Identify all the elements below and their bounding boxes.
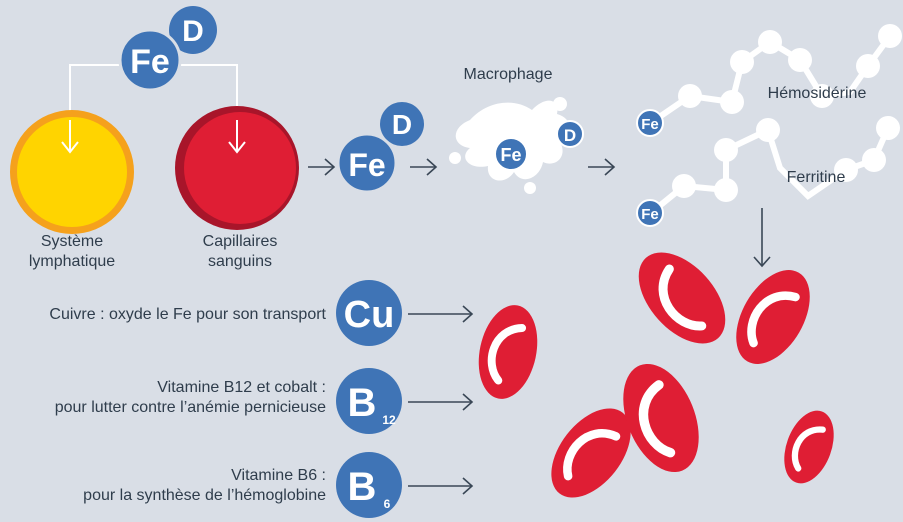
macrophage-label: Macrophage — [464, 66, 553, 83]
hemosiderine-chain — [650, 24, 902, 125]
arrow-right-icon — [408, 305, 474, 323]
arrow-right-icon — [410, 158, 438, 176]
blood-capillaries — [175, 106, 299, 230]
fe-hemosiderine-badge: Fe — [636, 109, 664, 137]
fe-icon: Fe — [641, 206, 659, 223]
b12-badge: B 12 — [336, 368, 402, 434]
d-near-macrophage-badge: D — [556, 120, 584, 148]
fe-icon: Fe — [348, 147, 385, 183]
red-blood-cell — [775, 404, 843, 490]
b-icon: B — [348, 381, 377, 425]
b12-subscript: 12 — [382, 413, 396, 427]
d-icon: D — [182, 15, 204, 48]
fe-d-top-badge: D Fe — [118, 6, 217, 92]
fe-ferritine-badge: Fe — [636, 199, 664, 227]
hemosiderine-label: Hémosidérine — [768, 85, 867, 102]
cu-icon: Cu — [344, 294, 395, 336]
arrow-down-icon — [753, 208, 771, 268]
capillaries-label-line2: sanguins — [208, 253, 272, 270]
red-blood-cells-cluster — [535, 236, 843, 512]
fe-icon: Fe — [641, 116, 659, 133]
lymphatic-label-line1: Système — [41, 233, 103, 250]
red-blood-cell — [622, 236, 742, 359]
d-icon: D — [564, 126, 576, 145]
arrow-right-icon — [408, 477, 474, 495]
b-icon: B — [348, 465, 377, 509]
b12-label-line1: Vitamine B12 et cobalt : — [157, 379, 326, 396]
arrow-right-icon — [408, 393, 474, 411]
capillaries-label-line1: Capillaires — [203, 233, 278, 250]
red-blood-cell-single — [471, 300, 546, 405]
d-icon: D — [392, 109, 412, 140]
lymphatic-system — [10, 110, 134, 234]
cuivre-label: Cuivre : oxyde le Fe pour son transport — [49, 306, 326, 323]
arrow-right-icon — [588, 158, 616, 176]
b12-label-line2: pour lutter contre l’anémie pernicieuse — [55, 399, 326, 416]
fe-icon: Fe — [130, 43, 170, 81]
fe-icon: Fe — [500, 145, 521, 165]
fe-d-middle-badge: D Fe — [336, 102, 424, 194]
red-blood-cell — [721, 257, 825, 376]
ferritine-chain — [650, 116, 900, 215]
b6-label-line1: Vitamine B6 : — [231, 467, 326, 484]
arrow-right-icon — [308, 158, 336, 176]
b6-subscript: 6 — [384, 497, 391, 511]
b6-badge: B 6 — [336, 452, 402, 518]
b6-label-line2: pour la synthèse de l’hémoglobine — [83, 487, 326, 504]
lymphatic-label-line2: lymphatique — [29, 253, 115, 270]
cu-badge: Cu — [336, 280, 402, 346]
fe-in-macrophage-badge: Fe — [494, 137, 528, 171]
ferritine-label: Ferritine — [787, 169, 846, 186]
